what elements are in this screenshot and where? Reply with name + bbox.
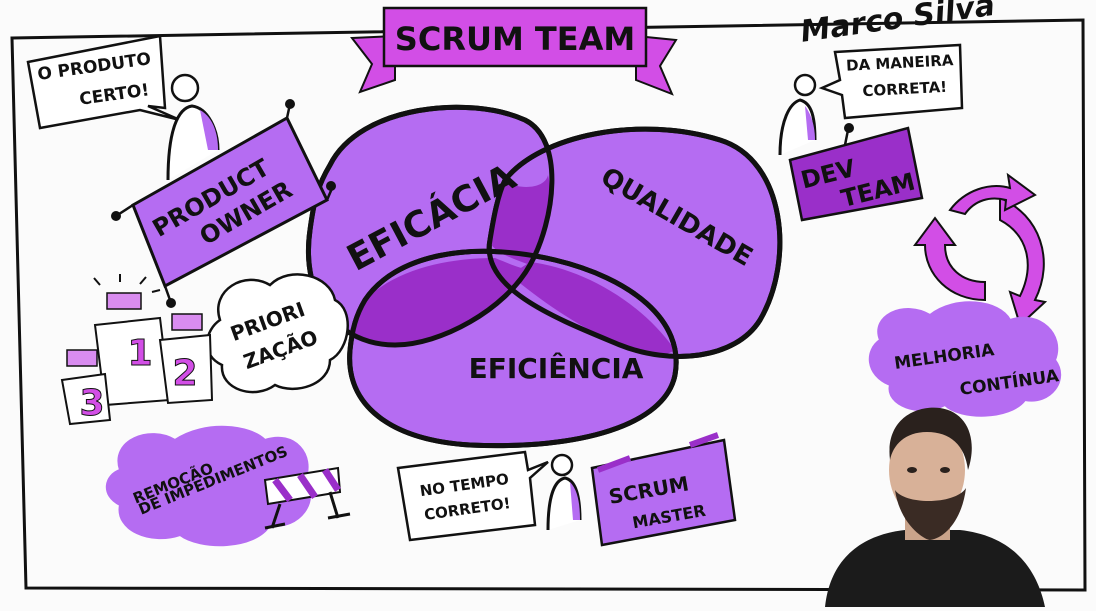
- product-owner-group: O PRODUTO CERTO! PRODUCT OWNER: [26, 34, 336, 308]
- improvement-group: MELHORIA CONTÍNUA: [868, 172, 1062, 417]
- venn-label-eficiencia: EFICIÊNCIA: [469, 351, 644, 385]
- impediments-group: REMOÇÃO DE IMPEDIMENTOS: [105, 425, 351, 547]
- barrier-icon: [263, 466, 351, 530]
- prioritization-group: PRIORI ZAÇÃO 1 2 3: [60, 273, 349, 426]
- po-speech-bubble: [26, 34, 181, 130]
- dev-speech-line1: DA MANEIRA: [846, 51, 955, 75]
- title-banner: SCRUM TEAM: [350, 6, 678, 96]
- dev-speech-bubble: [818, 43, 964, 120]
- venn-overlap-bc: [510, 262, 675, 355]
- podium-first: 1: [127, 333, 152, 374]
- page-title: SCRUM TEAM: [395, 20, 635, 58]
- presenter-webcam: [825, 407, 1045, 607]
- cycle-arrows-icon: [913, 172, 1048, 327]
- po-person-head: [170, 73, 200, 103]
- board-frame: [10, 18, 1087, 592]
- venn-overlap-ab: [490, 175, 551, 265]
- sm-speech-bubble: [396, 450, 549, 542]
- venn-diagram: EFICÁCIA QUALIDADE EFICIÊNCIA: [306, 104, 783, 449]
- dev-team-group: DA MANEIRA CORRETA! DEV TEAM: [778, 43, 964, 222]
- impediments-cloud: [105, 425, 311, 547]
- scrum-master-group: NO TEMPO CORRETO! SCRUM MASTER: [396, 432, 737, 547]
- dev-sign: [788, 126, 924, 222]
- priorizacao-cloud: [205, 273, 349, 394]
- podium-third: 3: [79, 383, 104, 424]
- venn-overlap-ac: [350, 258, 530, 345]
- podium-second: 2: [172, 353, 197, 394]
- sm-sign: [590, 438, 737, 547]
- signature: Marco Silva: [798, 0, 997, 50]
- podium: 1 2 3: [60, 274, 214, 426]
- dev-speech-line2: CORRETA!: [862, 78, 947, 100]
- dev-person-head: [793, 73, 817, 97]
- sm-person-head: [550, 453, 574, 477]
- improvement-cloud: [868, 301, 1062, 417]
